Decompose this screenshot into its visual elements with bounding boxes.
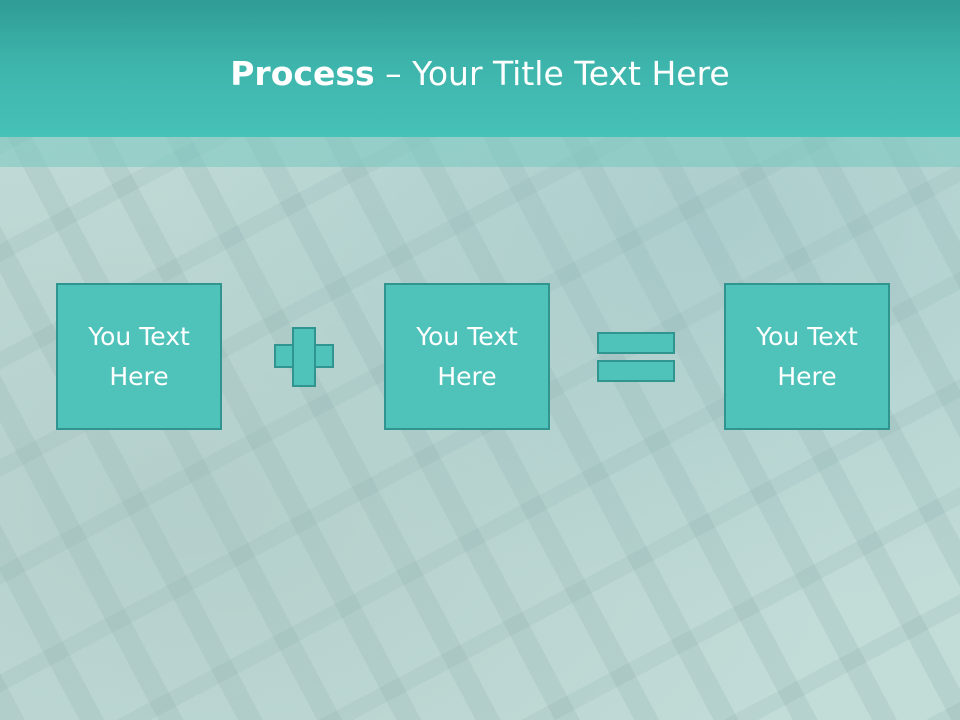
slide-title-rest: – Your Title Text Here [374,54,730,93]
slide-title[interactable]: Process – Your Title Text Here [0,52,960,96]
process-box-1-line2: Here [109,361,169,391]
process-box-2-line1: You Text [416,321,518,351]
equals-icon-bottom-bar [597,360,675,382]
process-box-3-line2: Here [777,361,837,391]
equals-icon-top-bar [597,332,675,354]
process-box-1-line1: You Text [88,321,190,351]
title-bar-strip [0,137,960,167]
slide-title-bold: Process [230,54,375,93]
process-box-2-line2: Here [437,361,497,391]
process-box-3-line1: You Text [756,321,858,351]
title-bar [0,0,960,137]
plus-icon-center [294,346,314,366]
